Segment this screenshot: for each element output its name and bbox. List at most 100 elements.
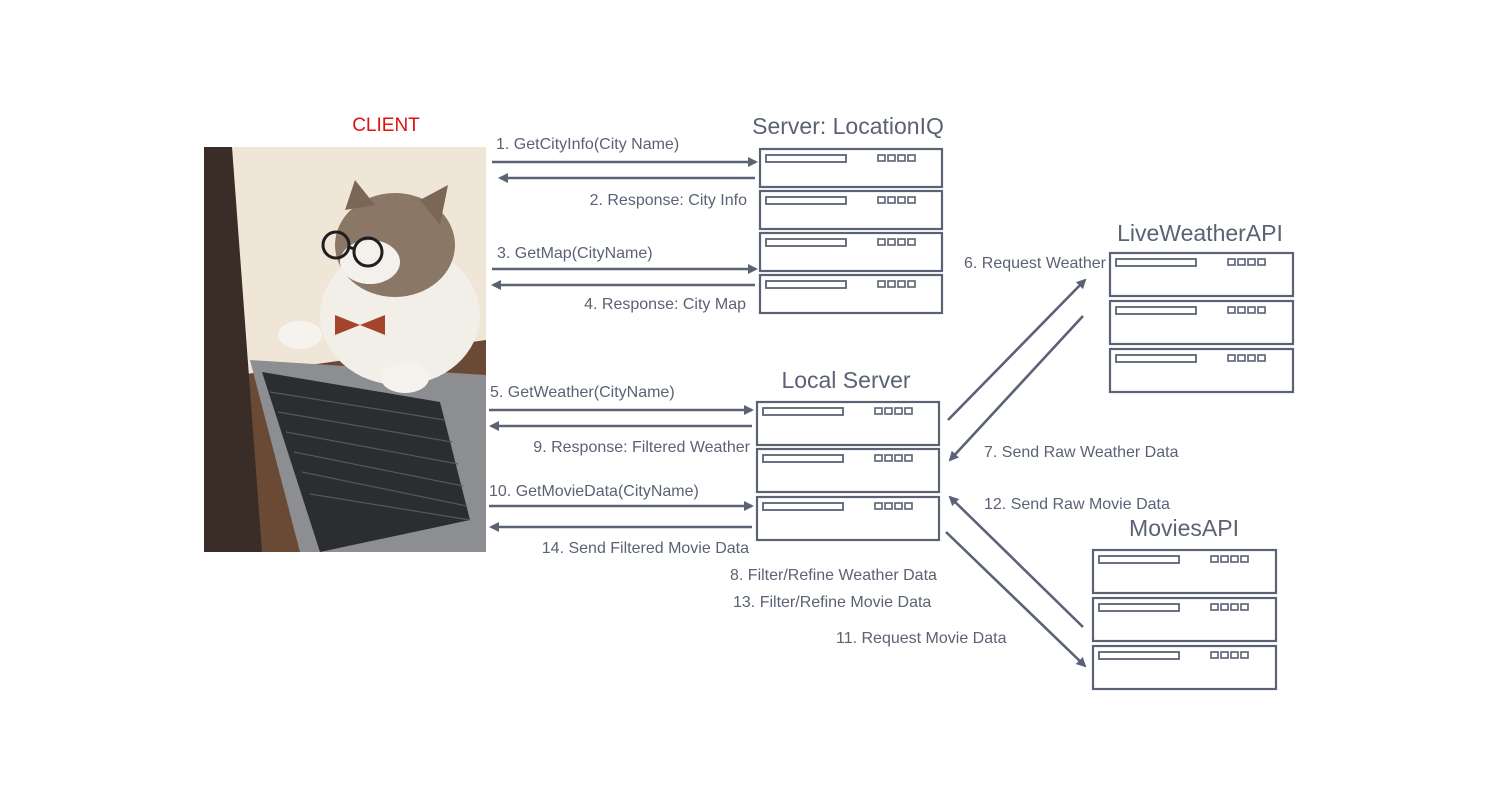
step-10-label: 10. GetMovieData(CityName) [489,483,699,500]
status-light [1237,306,1246,314]
locationiq-rack-unit [758,273,944,315]
movies-rack-unit [1091,596,1278,643]
drive-slot [765,154,847,163]
status-light [1247,258,1256,266]
status-light [894,407,903,415]
status-light [874,502,883,510]
status-light [907,196,916,204]
arrow-step-11 [945,531,1087,668]
drive-slot [1115,306,1197,315]
step-2-label: 2. Response: City Info [590,192,748,209]
locationiq-rack-unit [758,189,944,231]
step-6-label: 6. Request Weather [964,255,1107,272]
status-light [1210,603,1219,611]
arrow-step-7 [948,315,1084,462]
status-light [877,196,886,204]
movies-rack-unit [1091,548,1278,595]
status-light [894,502,903,510]
step-12-label: 12. Send Raw Movie Data [984,496,1170,513]
drive-slot [765,280,847,289]
drive-slot [1115,258,1197,267]
status-light [1220,651,1229,659]
arrows [489,157,1087,668]
arrow-step-12 [948,495,1084,628]
status-light [887,196,896,204]
step-1-label: 1. GetCityInfo(City Name) [496,136,679,153]
status-light [1220,555,1229,563]
status-light [1230,603,1239,611]
drive-slot [762,454,844,463]
client-photo [204,147,486,552]
step-4-label: 4. Response: City Map [584,296,746,313]
drive-slot [1098,603,1180,612]
liveweather-title: LiveWeatherAPI [1117,220,1283,246]
status-light [1227,354,1236,362]
status-light [907,280,916,288]
status-light [887,238,896,246]
status-light [884,454,893,462]
drive-slot [765,196,847,205]
status-light [907,154,916,162]
status-light [1257,258,1266,266]
step-5-label: 5. GetWeather(CityName) [490,384,675,401]
local-rack-unit [755,447,941,494]
status-light [1230,651,1239,659]
step-labels: 1. GetCityInfo(City Name) 2. Response: C… [489,136,1179,647]
status-light [1210,651,1219,659]
step-7-label: 7. Send Raw Weather Data [984,444,1179,461]
status-light [874,454,883,462]
status-light [897,196,906,204]
status-light [897,238,906,246]
step-13-label: 13. Filter/Refine Movie Data [733,594,931,611]
status-light [877,280,886,288]
status-light [1247,306,1256,314]
status-light [904,407,913,415]
local-rack-unit [755,400,941,447]
step-9-label: 9. Response: Filtered Weather [533,439,750,456]
status-light [897,280,906,288]
weather-rack-unit [1108,251,1295,298]
status-light [894,454,903,462]
status-light [1227,258,1236,266]
step-14-label: 14. Send Filtered Movie Data [542,540,749,557]
status-light [1237,354,1246,362]
status-light [1240,651,1249,659]
status-light [1230,555,1239,563]
status-light [904,502,913,510]
locationiq-title: Server: LocationIQ [752,113,944,139]
client-title: CLIENT [352,115,420,136]
status-light [1227,306,1236,314]
status-light [907,238,916,246]
drive-slot [1115,354,1197,363]
local-rack-unit [755,495,941,542]
drive-slot [762,407,844,416]
arrow-step-6 [947,278,1087,421]
weather-rack-unit [1108,347,1295,394]
status-light [1257,306,1266,314]
status-light [877,154,886,162]
status-light [904,454,913,462]
moviesapi-title: MoviesAPI [1129,515,1239,541]
status-light [884,407,893,415]
status-light [887,154,896,162]
step-8-label: 8. Filter/Refine Weather Data [730,567,937,584]
status-light [1240,555,1249,563]
status-light [1247,354,1256,362]
server-racks [755,147,1295,691]
status-light [1240,603,1249,611]
local-server-title: Local Server [781,367,910,393]
status-light [897,154,906,162]
movies-rack-unit [1091,644,1278,691]
status-light [884,502,893,510]
step-3-label: 3. GetMap(CityName) [497,245,653,262]
drive-slot [762,502,844,511]
status-light [1257,354,1266,362]
weather-rack-unit [1108,299,1295,346]
step-11-label: 11. Request Movie Data [836,630,1007,647]
status-light [874,407,883,415]
drive-slot [1098,651,1180,660]
locationiq-rack-unit [758,147,944,189]
status-light [1220,603,1229,611]
drive-slot [765,238,847,247]
